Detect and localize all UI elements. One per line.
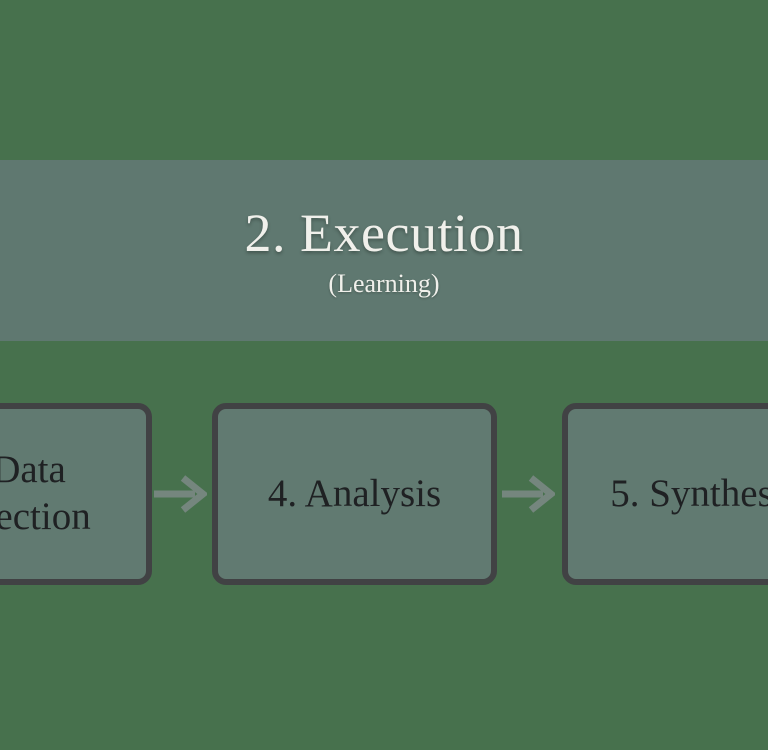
right-arrow-icon: [154, 475, 207, 513]
flow-box-label: 5. Synthesis: [610, 471, 768, 515]
flow-box-data-collection: 3. Data Collection: [0, 403, 152, 585]
right-arrow-icon: [502, 475, 555, 513]
phase-title: 2. Execution: [244, 202, 524, 263]
flow-box-label: 3. Data Collection: [0, 448, 91, 538]
flow-box-synthesis: 5. Synthesis: [562, 403, 768, 585]
phase-banner: 2. Execution (Learning): [0, 160, 768, 341]
phase-subtitle: (Learning): [328, 268, 440, 298]
flow-box-label: 4. Analysis: [267, 471, 442, 515]
flow-box-analysis: 4. Analysis: [212, 403, 497, 585]
